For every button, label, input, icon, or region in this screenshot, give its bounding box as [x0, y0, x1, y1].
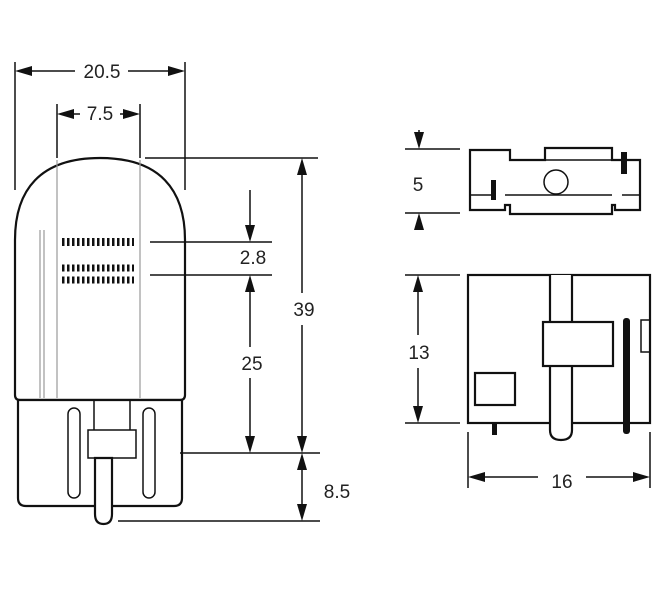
dimension-glass-height: 39	[293, 158, 315, 453]
dimension-bulb-width: 20.5	[14, 62, 186, 190]
label-filament-gap: 2.8	[240, 248, 266, 269]
dimension-filament-width: 7.5	[56, 104, 141, 158]
base-top-view: 5	[405, 130, 642, 230]
label-bulb-width: 20.5	[84, 62, 121, 83]
label-filament-height: 25	[241, 354, 262, 375]
dimension-base-height: 8.5	[297, 453, 350, 521]
base-side-view: 13 16	[405, 273, 652, 493]
dimension-filament-height: 25	[241, 300, 263, 453]
dimension-top-view-depth: 5	[405, 130, 460, 230]
lower-filament	[62, 264, 134, 284]
label-glass-height: 39	[293, 300, 314, 321]
label-side-view-width: 16	[551, 472, 572, 493]
dimension-side-view-width: 16	[467, 432, 651, 493]
dimension-filament-gap: 2.8	[240, 190, 266, 300]
bulb-front-view: 20.5 7.5 2.8	[13, 62, 350, 526]
label-base-height: 8.5	[324, 482, 350, 503]
label-top-view-depth: 5	[413, 175, 424, 196]
label-side-view-height: 13	[408, 343, 429, 364]
bulb-base	[16, 398, 184, 526]
upper-filament	[62, 238, 134, 246]
label-filament-width: 7.5	[87, 104, 113, 125]
dimension-side-view-height: 13	[405, 274, 460, 424]
